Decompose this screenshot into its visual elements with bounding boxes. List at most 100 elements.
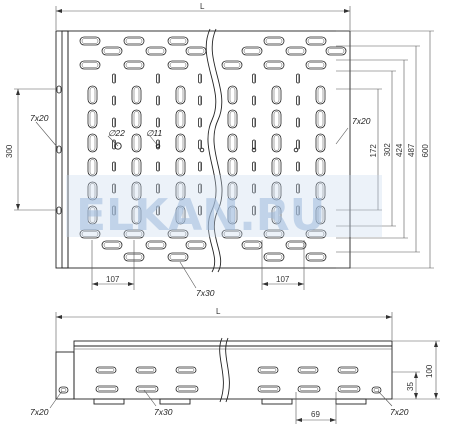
side-slot-lower-inner bbox=[259, 387, 279, 391]
body-slot-vertical-inner bbox=[317, 207, 324, 223]
body-perforation-inner bbox=[253, 206, 257, 215]
body-slot-vertical-inner bbox=[229, 207, 236, 223]
top-slot-horizontal bbox=[101, 46, 123, 56]
body-perforation-inner bbox=[297, 140, 301, 149]
top-slot-horizontal bbox=[79, 60, 101, 70]
body-perforation-inner bbox=[157, 184, 161, 193]
body-perforation-inner bbox=[253, 118, 257, 127]
side-slot-upper-inner bbox=[339, 368, 357, 372]
body-perforation-inner bbox=[113, 184, 117, 193]
width-dim-302: 302 bbox=[383, 143, 392, 157]
body-slot-vertical-inner bbox=[133, 87, 140, 103]
body-perforation-inner bbox=[199, 140, 203, 149]
height-dim-35: 35 bbox=[406, 382, 415, 391]
body-perforation-inner bbox=[199, 118, 203, 127]
body-slot-vertical-inner bbox=[89, 87, 96, 103]
top-slot-horizontal-inner bbox=[125, 38, 143, 44]
side-slot-upper bbox=[257, 366, 279, 374]
side-slot-lower bbox=[175, 385, 199, 393]
bottom-slot-horizontal bbox=[241, 240, 263, 250]
bottom-slot-horizontal-inner bbox=[243, 242, 261, 248]
bottom-slot-horizontal bbox=[167, 252, 189, 262]
side-slot-upper bbox=[337, 366, 359, 374]
body-perforation-inner bbox=[297, 162, 301, 171]
bottom-slot-horizontal bbox=[145, 240, 167, 250]
top-slot-horizontal-inner bbox=[307, 62, 325, 68]
top-slot-horizontal bbox=[145, 46, 167, 56]
body-slot-vertical bbox=[175, 133, 186, 153]
body-slot-vertical-inner bbox=[317, 183, 324, 199]
body-perforation-inner bbox=[113, 118, 117, 127]
side-slot-upper-inner bbox=[299, 368, 317, 372]
top-slot-horizontal bbox=[285, 46, 307, 56]
body-slot-vertical bbox=[315, 133, 326, 153]
side-slot-7x20-right-label: 7x20 bbox=[390, 407, 409, 417]
width-dim-487: 487 bbox=[407, 143, 416, 157]
height-dim-100: 100 bbox=[425, 364, 434, 378]
body-perforation-inner bbox=[113, 74, 117, 83]
watermark: ELKAN.RU bbox=[76, 190, 325, 241]
side-slot-end-inner bbox=[60, 388, 67, 392]
side-slot-upper bbox=[297, 366, 319, 374]
body-slot-vertical bbox=[131, 85, 142, 105]
top-slot-horizontal-inner bbox=[223, 62, 241, 68]
body-slot-vertical bbox=[87, 157, 98, 177]
bottom-slot-horizontal-inner bbox=[307, 231, 325, 237]
side-slot-lower-inner bbox=[299, 387, 319, 391]
body-slot-vertical-inner bbox=[133, 159, 140, 175]
body-slot-vertical bbox=[175, 157, 186, 177]
body-slot-vertical bbox=[315, 109, 326, 129]
body-slot-vertical-inner bbox=[89, 207, 96, 223]
bottom-slot-horizontal bbox=[305, 229, 327, 239]
body-perforation-inner bbox=[157, 206, 161, 215]
width-dim-600: 600 bbox=[421, 144, 430, 158]
side-slot-lower bbox=[257, 385, 281, 393]
body-slot-vertical bbox=[175, 109, 186, 129]
body-slot-vertical-inner bbox=[229, 111, 236, 127]
side-slot-upper-inner bbox=[97, 368, 115, 372]
body-perforation-inner bbox=[253, 184, 257, 193]
body-perforation-inner bbox=[157, 74, 161, 83]
top-slot-horizontal bbox=[263, 36, 285, 46]
top-slot-horizontal bbox=[167, 60, 189, 70]
body-slot-vertical bbox=[315, 85, 326, 105]
top-slot-horizontal-inner bbox=[103, 48, 121, 54]
body-slot-vertical bbox=[227, 85, 238, 105]
body-perforation-inner bbox=[297, 96, 301, 105]
bottom-slot-horizontal bbox=[263, 229, 285, 239]
side-slot-upper-inner bbox=[259, 368, 277, 372]
body-slot-vertical-inner bbox=[177, 135, 184, 151]
body-slot-vertical-inner bbox=[229, 183, 236, 199]
top-slot-horizontal bbox=[123, 60, 145, 70]
body-slot-vertical bbox=[227, 133, 238, 153]
body-slot-vertical-inner bbox=[317, 135, 324, 151]
body-slot-vertical-inner bbox=[273, 159, 280, 175]
top-slot-horizontal-inner bbox=[307, 38, 325, 44]
top-slot-horizontal bbox=[185, 46, 207, 56]
bottom-slot-horizontal-inner bbox=[265, 231, 283, 237]
bottom-slot-horizontal bbox=[221, 229, 243, 239]
hole-small bbox=[293, 147, 299, 153]
bottom-slot-horizontal bbox=[285, 240, 307, 250]
slot-7x30-label: 7x30 bbox=[196, 288, 215, 298]
hole-d11 bbox=[155, 143, 161, 149]
top-slot-horizontal bbox=[325, 46, 347, 56]
body-slot-vertical-inner bbox=[89, 111, 96, 127]
top-slot-horizontal-inner bbox=[169, 62, 187, 68]
body-slot-vertical-inner bbox=[229, 135, 236, 151]
side-slot-end bbox=[58, 386, 69, 394]
side-slot-upper bbox=[135, 366, 157, 374]
bottom-slot-horizontal-inner bbox=[81, 231, 99, 237]
body-slot-vertical-inner bbox=[317, 111, 324, 127]
body-perforation-inner bbox=[157, 118, 161, 127]
top-slot-horizontal bbox=[263, 60, 285, 70]
body-perforation-inner bbox=[157, 96, 161, 105]
left-dim-300: 300 bbox=[5, 144, 14, 158]
bottom-slot-horizontal-inner bbox=[223, 231, 241, 237]
side-slot-lower bbox=[337, 385, 361, 393]
side-slot-upper bbox=[175, 366, 197, 374]
width-dim-424: 424 bbox=[395, 143, 404, 157]
body-slot-vertical-inner bbox=[273, 183, 280, 199]
side-slot-lower-inner bbox=[137, 387, 157, 391]
slot-7x20-left-label: 7x20 bbox=[30, 113, 49, 123]
